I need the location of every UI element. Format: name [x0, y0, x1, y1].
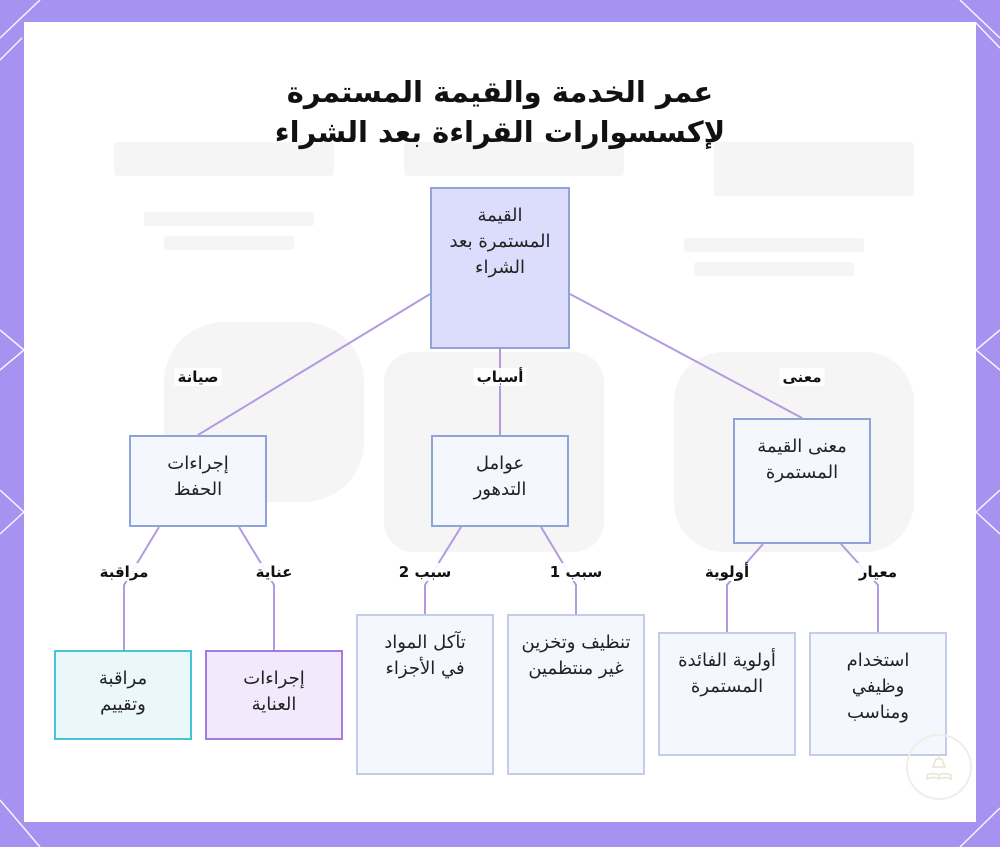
- book-lamp-icon: [906, 734, 972, 800]
- edge-label-causes: أسباب: [473, 368, 527, 386]
- edge-label-maintenance: صيانة: [174, 368, 222, 386]
- node-cleaning-label: تنظيف وتخزين غير منتظمين: [521, 632, 631, 679]
- node-root: القيمة المستمرة بعد الشراء: [430, 187, 570, 349]
- edge-label-meaning: معنى: [779, 368, 825, 386]
- node-deterioration-label: عوامل التدهور: [473, 453, 527, 500]
- node-care: إجراءات العناية: [205, 650, 343, 740]
- edge-label-cause1: سبب 1: [546, 563, 606, 581]
- edge-label-priority: أولوية: [701, 563, 753, 581]
- edge-layer: [123, 293, 879, 650]
- node-preservation-label: إجراءات الحفظ: [167, 453, 229, 500]
- edge-label-cause2: سبب 2: [395, 563, 455, 581]
- node-root-label: القيمة المستمرة بعد الشراء: [449, 205, 551, 278]
- node-benefit-label: أولوية الفائدة المستمرة: [678, 650, 776, 697]
- node-meaning-label: معنى القيمة المستمرة: [757, 436, 847, 483]
- node-meaning: معنى القيمة المستمرة: [733, 418, 871, 544]
- title-line-2: لإكسسوارات القراءة بعد الشراء: [274, 115, 726, 149]
- node-preservation: إجراءات الحفظ: [129, 435, 267, 527]
- node-deterioration: عوامل التدهور: [431, 435, 569, 527]
- edge-deterioration-cleaning: [540, 526, 577, 614]
- node-cleaning: تنظيف وتخزين غير منتظمين: [507, 614, 645, 775]
- edge-label-care: عناية: [252, 563, 296, 581]
- node-monitoring: مراقبة وتقييم: [54, 650, 192, 740]
- edge-preservation-monitoring: [123, 526, 160, 650]
- edge-meaning-functional: [840, 543, 879, 632]
- edge-deterioration-wear: [424, 526, 462, 614]
- node-wear: تآكل المواد في الأجزاء: [356, 614, 494, 775]
- edge-label-criterion: معيار: [855, 563, 901, 581]
- edge-root-meaning: [569, 293, 803, 419]
- page-title: عمر الخدمة والقيمة المستمرة لإكسسوارات ا…: [24, 72, 976, 152]
- node-benefit: أولوية الفائدة المستمرة: [658, 632, 796, 756]
- node-functional-label: استخدام وظيفي ومناسب: [846, 650, 910, 723]
- edge-label-monitoring: مراقبة: [96, 563, 152, 581]
- edge-preservation-care: [238, 526, 275, 650]
- edge-meaning-benefit: [726, 543, 764, 632]
- node-care-label: إجراءات العناية: [243, 668, 305, 715]
- edge-root-preservation: [197, 293, 431, 436]
- title-line-1: عمر الخدمة والقيمة المستمرة: [286, 75, 714, 109]
- diagram-panel: عمر الخدمة والقيمة المستمرة لإكسسوارات ا…: [24, 22, 976, 822]
- node-monitoring-label: مراقبة وتقييم: [98, 668, 148, 715]
- node-functional: استخدام وظيفي ومناسب: [809, 632, 947, 756]
- node-wear-label: تآكل المواد في الأجزاء: [384, 632, 466, 679]
